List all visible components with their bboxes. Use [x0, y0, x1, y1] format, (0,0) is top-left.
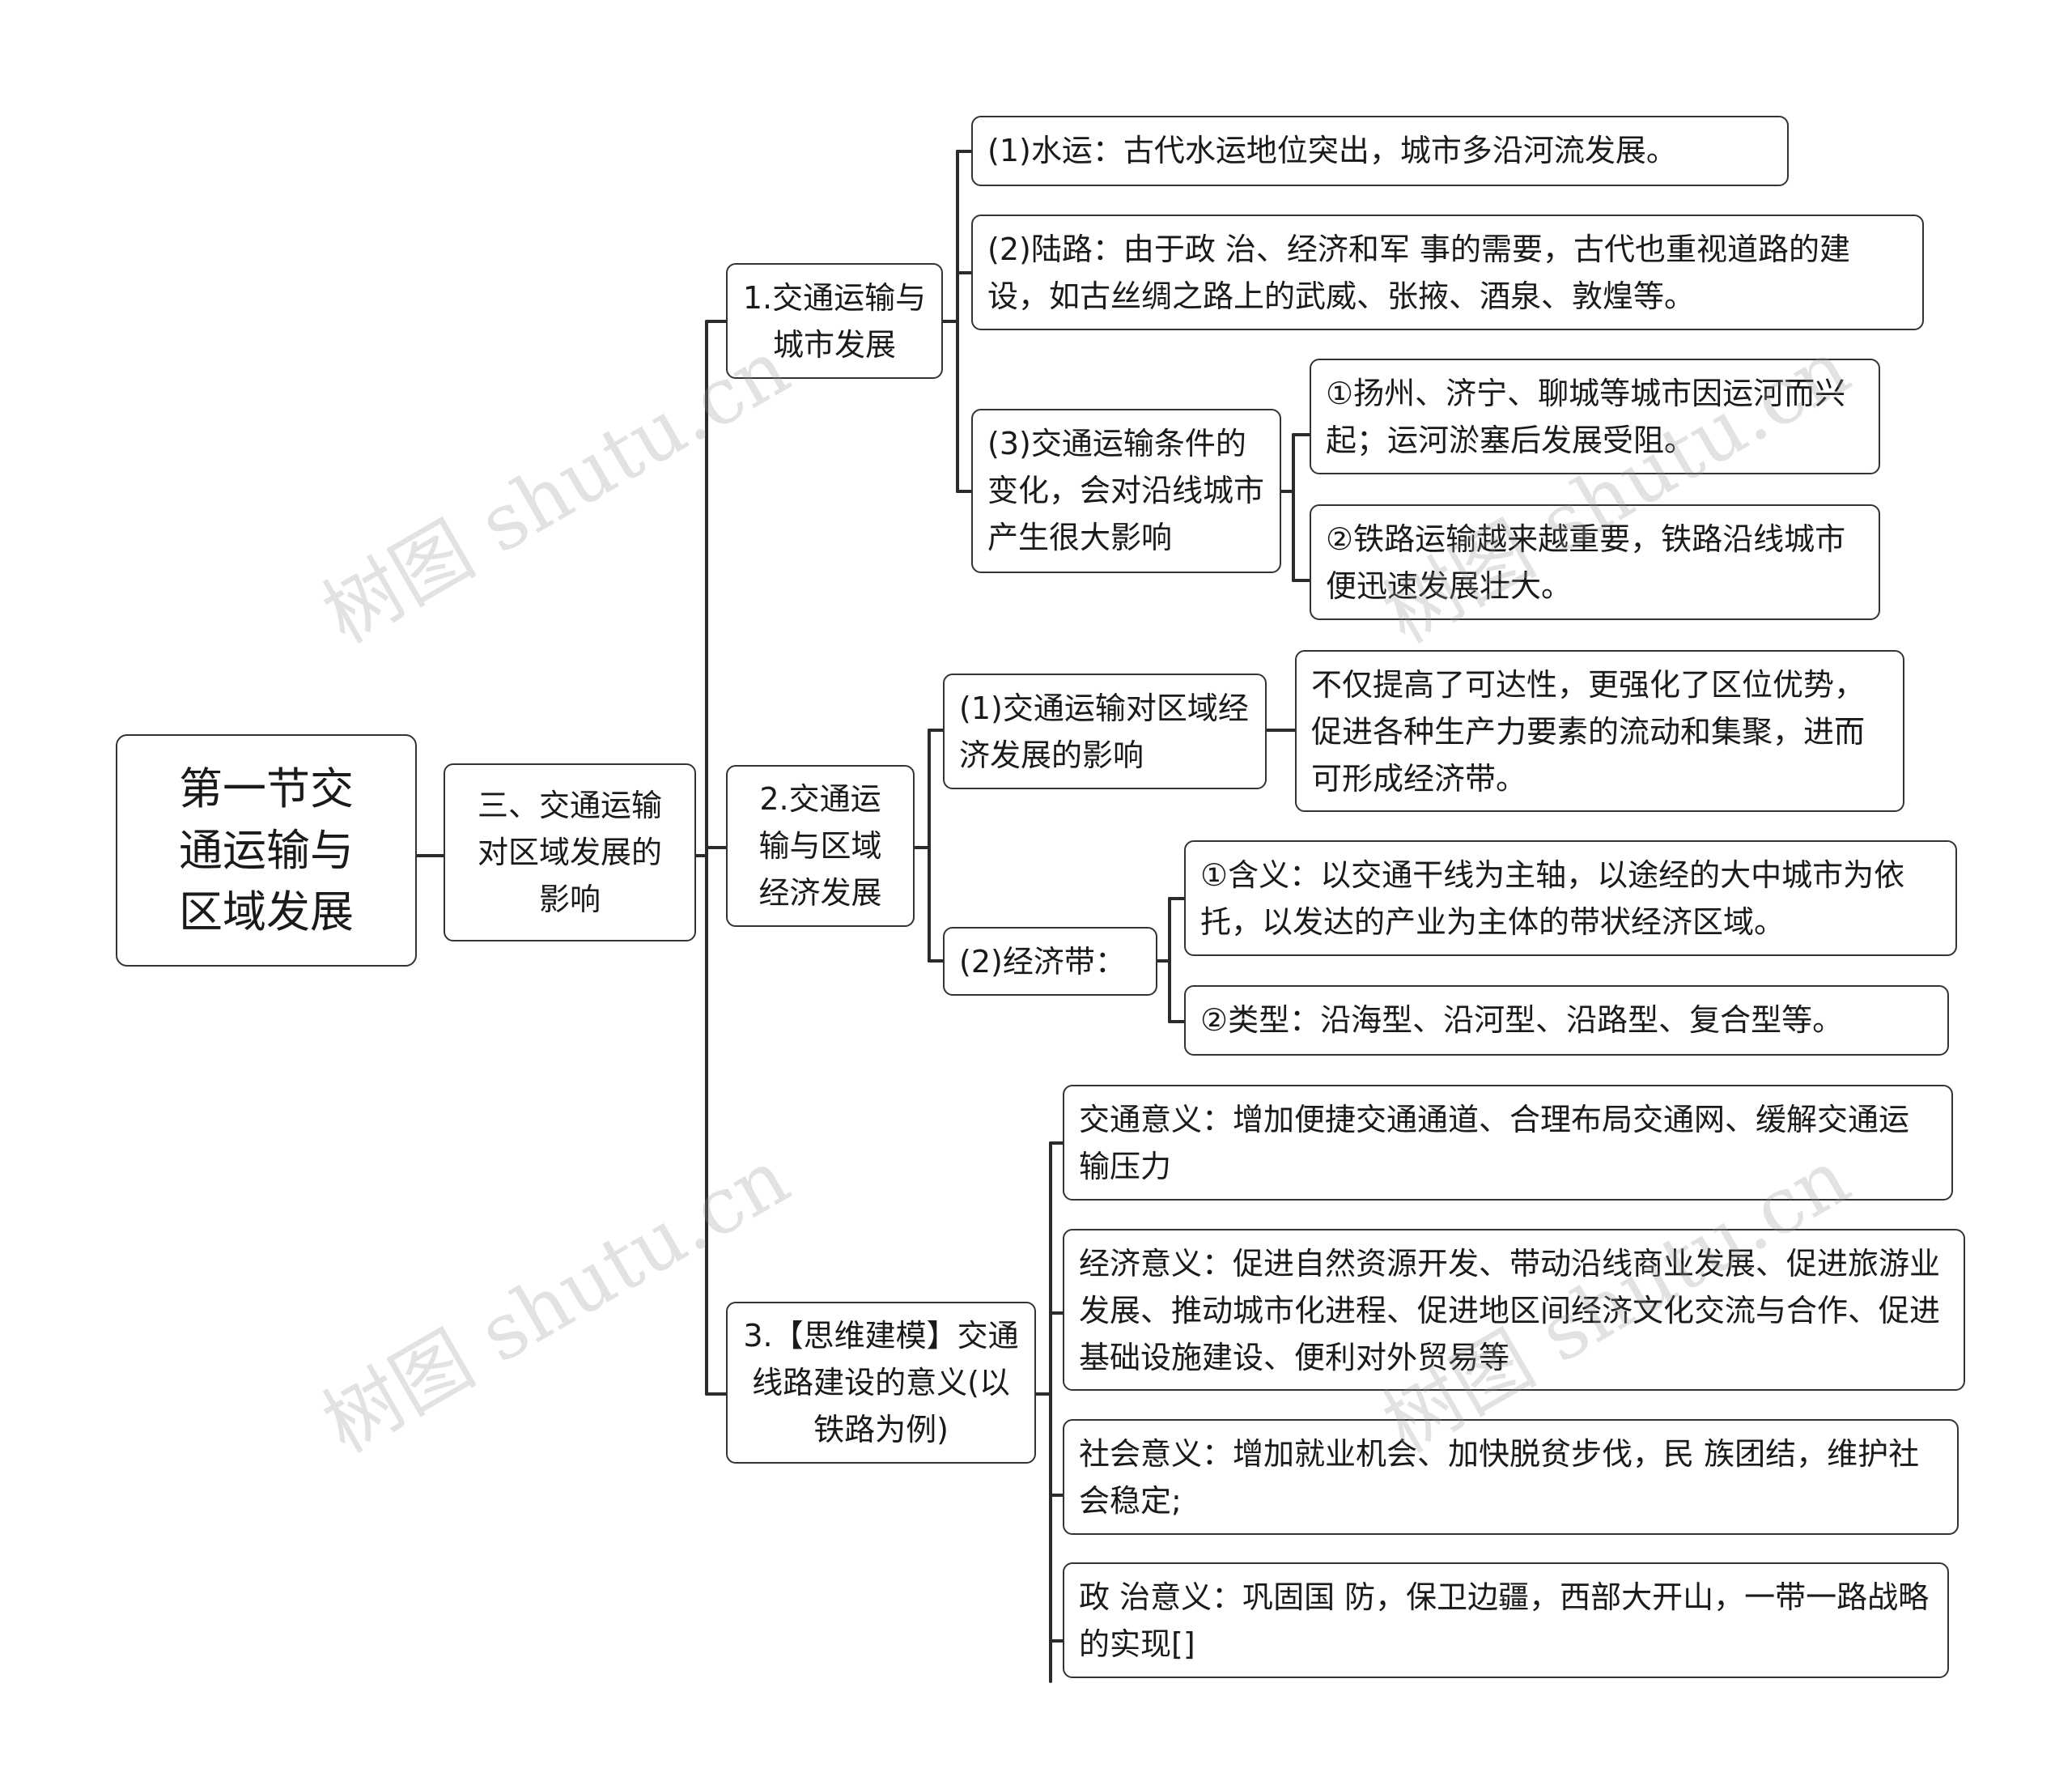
topic-label: 3.【思维建模】交通线路建设的意义(以铁路为例): [743, 1318, 1019, 1447]
branch-label: (2)经济带：: [959, 944, 1126, 980]
section-label: 三、交通运输对区域发展的影响: [477, 788, 662, 917]
leaf-node-accessibility[interactable]: 不仅提高了可达性，更强化了区位优势，促进各种生产力要素的流动和集聚，进而可形成经…: [1295, 650, 1904, 812]
branch-label: (1)交通运输对区域经济发展的影响: [959, 691, 1249, 773]
leaf-label: 政 治意义：巩固国 防，保卫边疆，西部大开山，一带一路战略的实现[]: [1079, 1579, 1930, 1662]
branch-node-transport-change[interactable]: (3)交通运输条件的变化，会对沿线城市产生很大影响: [971, 409, 1281, 573]
leaf-label: ①扬州、济宁、聊城等城市因运河而兴起；运河淤塞后发展受阻。: [1326, 376, 1846, 458]
leaf-node-water-transport[interactable]: (1)水运：古代水运地位突出，城市多沿河流发展。: [971, 116, 1789, 186]
topic-node-transport-city[interactable]: 1.交通运输与城市发展: [726, 263, 943, 379]
topic-node-modeling[interactable]: 3.【思维建模】交通线路建设的意义(以铁路为例): [726, 1302, 1036, 1464]
leaf-label: (2)陆路：由于政 治、经济和军 事的需要，古代也重视道路的建设，如古丝绸之路上…: [987, 232, 1850, 314]
leaf-node-social-significance[interactable]: 社会意义：增加就业机会、加快脱贫步伐，民 族团结，维护社会稳定;: [1063, 1419, 1959, 1535]
leaf-label: (1)水运：古代水运地位突出，城市多沿河流发展。: [987, 133, 1677, 168]
leaf-label: 社会意义：增加就业机会、加快脱贫步伐，民 族团结，维护社会稳定;: [1079, 1436, 1920, 1519]
leaf-node-land-transport[interactable]: (2)陆路：由于政 治、经济和军 事的需要，古代也重视道路的建设，如古丝绸之路上…: [971, 215, 1924, 330]
root-node[interactable]: 第一节交通运输与区域发展: [116, 734, 417, 967]
leaf-node-belt-meaning[interactable]: ①含义：以交通干线为主轴，以途经的大中城市为依托，以发达的产业为主体的带状经济区…: [1184, 840, 1957, 956]
leaf-node-transport-significance[interactable]: 交通意义：增加便捷交通通道、合理布局交通网、缓解交通运输压力: [1063, 1085, 1953, 1201]
topic-label: 1.交通运输与城市发展: [742, 279, 927, 363]
topic-node-transport-economy[interactable]: 2.交通运输与区域经济发展: [726, 765, 915, 927]
leaf-node-political-significance[interactable]: 政 治意义：巩固国 防，保卫边疆，西部大开山，一带一路战略的实现[]: [1063, 1562, 1949, 1678]
leaf-node-belt-types[interactable]: ②类型：沿海型、沿河型、沿路型、复合型等。: [1184, 985, 1949, 1056]
leaf-label: ②铁路运输越来越重要，铁路沿线城市便迅速发展壮大。: [1326, 521, 1846, 604]
leaf-node-canal-cities[interactable]: ①扬州、济宁、聊城等城市因运河而兴起；运河淤塞后发展受阻。: [1310, 359, 1880, 474]
leaf-node-railway-cities[interactable]: ②铁路运输越来越重要，铁路沿线城市便迅速发展壮大。: [1310, 504, 1880, 620]
leaf-label: 经济意义：促进自然资源开发、带动沿线商业发展、促进旅游业发展、推动城市化进程、促…: [1079, 1246, 1941, 1375]
root-label: 第一节交通运输与区域发展: [179, 763, 354, 937]
leaf-label: 交通意义：增加便捷交通通道、合理布局交通网、缓解交通运输压力: [1079, 1102, 1910, 1184]
leaf-label: 不仅提高了可达性，更强化了区位优势，促进各种生产力要素的流动和集聚，进而可形成经…: [1311, 667, 1866, 797]
topic-label: 2.交通运输与区域经济发展: [758, 781, 882, 911]
section-node[interactable]: 三、交通运输对区域发展的影响: [444, 763, 696, 941]
leaf-label: ①含义：以交通干线为主轴，以途经的大中城市为依托，以发达的产业为主体的带状经济区…: [1200, 857, 1905, 940]
leaf-label: ②类型：沿海型、沿河型、沿路型、复合型等。: [1200, 1002, 1844, 1038]
branch-node-economic-belt[interactable]: (2)经济带：: [943, 927, 1157, 996]
leaf-node-economic-significance[interactable]: 经济意义：促进自然资源开发、带动沿线商业发展、促进旅游业发展、推动城市化进程、促…: [1063, 1229, 1965, 1391]
branch-node-economic-impact[interactable]: (1)交通运输对区域经济发展的影响: [943, 674, 1267, 789]
branch-label: (3)交通运输条件的变化，会对沿线城市产生很大影响: [987, 426, 1265, 555]
